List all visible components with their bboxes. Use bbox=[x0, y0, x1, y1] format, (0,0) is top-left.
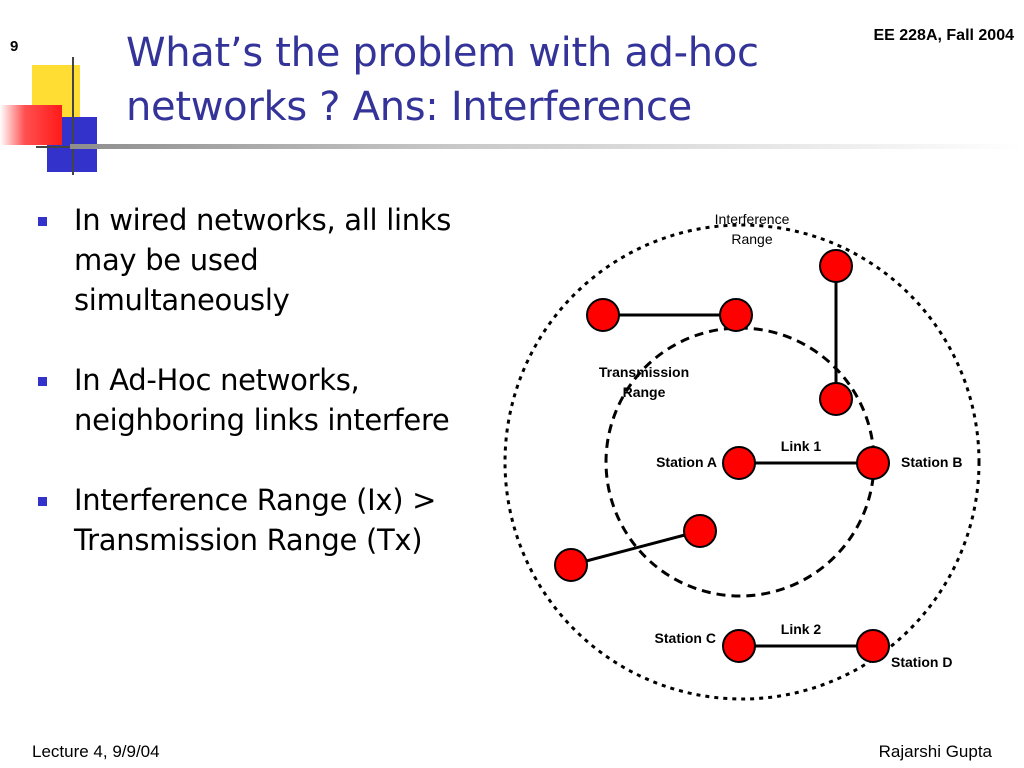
station-b-label: Station B bbox=[901, 454, 962, 470]
node bbox=[819, 249, 853, 283]
course-label: EE 228A, Fall 2004 bbox=[873, 27, 1014, 44]
transmission-range-label: Transmission bbox=[599, 364, 689, 380]
node bbox=[554, 548, 588, 582]
node bbox=[819, 382, 853, 416]
link-1-label: Link 1 bbox=[781, 438, 822, 454]
node bbox=[683, 514, 717, 548]
node bbox=[719, 298, 753, 332]
title-underline bbox=[70, 144, 1024, 149]
station-d-label: Station D bbox=[891, 654, 952, 670]
interference-range-label: Interference bbox=[715, 211, 790, 227]
bullet-item: In wired networks, all links may be used… bbox=[38, 200, 478, 320]
logo-red-bar bbox=[0, 105, 62, 145]
bullet-text: Interference Range (Ix) > Transmission R… bbox=[74, 483, 437, 557]
bullet-square-icon bbox=[38, 217, 47, 226]
bullet-text: In Ad-Hoc networks, neighboring links in… bbox=[74, 363, 450, 437]
interference-range-label: Range bbox=[731, 231, 772, 247]
decorative-logo bbox=[0, 55, 140, 175]
station-a-node bbox=[722, 446, 756, 480]
station-b-node bbox=[856, 446, 890, 480]
slide-number: 9 bbox=[10, 38, 19, 55]
bullet-text: In wired networks, all links may be used… bbox=[74, 203, 452, 317]
footer-lecture: Lecture 4, 9/9/04 bbox=[32, 742, 160, 761]
bullet-item: In Ad-Hoc networks, neighboring links in… bbox=[38, 360, 478, 440]
station-d-node bbox=[856, 629, 890, 663]
logo-vertical-line bbox=[72, 57, 74, 175]
station-c-label: Station C bbox=[655, 630, 716, 646]
bullet-item: Interference Range (Ix) > Transmission R… bbox=[38, 480, 478, 560]
interference-range-circle bbox=[503, 223, 981, 701]
bullet-square-icon bbox=[38, 377, 47, 386]
link-line bbox=[570, 529, 701, 567]
footer-author: Rajarshi Gupta bbox=[878, 742, 992, 761]
bullet-list: In wired networks, all links may be used… bbox=[38, 200, 478, 600]
bullet-square-icon bbox=[38, 497, 47, 506]
station-a-label: Station A bbox=[656, 454, 717, 470]
link-2-label: Link 2 bbox=[781, 621, 822, 637]
slide-title: What’s the problem with ad-hoc networks … bbox=[126, 30, 759, 130]
station-c-node bbox=[722, 629, 756, 663]
transmission-range-label: Range bbox=[623, 384, 666, 400]
interference-diagram: Interference Range Transmission Range St… bbox=[503, 211, 981, 701]
node bbox=[586, 298, 620, 332]
